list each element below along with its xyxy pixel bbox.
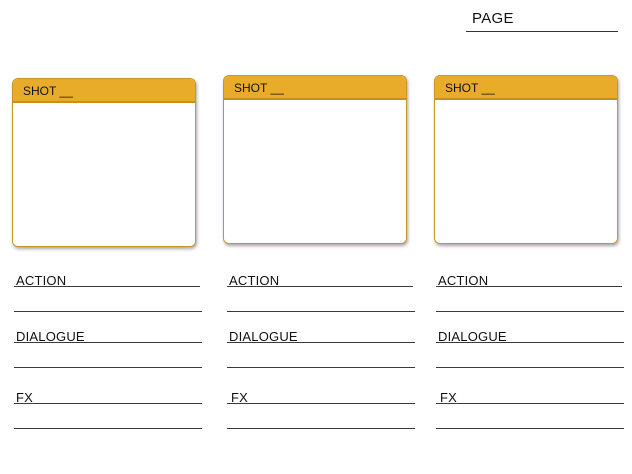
fx-line-1[interactable]	[14, 403, 202, 404]
shot-header: SHOT __	[435, 76, 617, 100]
dialogue-line-2[interactable]	[14, 367, 202, 368]
dialogue-line-1[interactable]	[227, 342, 415, 343]
action-label: ACTION	[438, 273, 489, 288]
dialogue-label: DIALOGUE	[16, 329, 85, 344]
dialogue-label: DIALOGUE	[229, 329, 298, 344]
action-line-1[interactable]	[436, 286, 622, 287]
action-line-2[interactable]	[436, 311, 624, 312]
action-line-2[interactable]	[14, 311, 202, 312]
action-line-2[interactable]	[227, 311, 415, 312]
fx-label: FX	[16, 390, 34, 405]
fx-line-2[interactable]	[14, 428, 202, 429]
page-label: PAGE	[472, 10, 514, 27]
fx-line-2[interactable]	[227, 428, 415, 429]
fx-label: FX	[231, 390, 249, 405]
action-label: ACTION	[229, 273, 280, 288]
action-label: ACTION	[16, 273, 67, 288]
shot-frame[interactable]: SHOT __	[12, 78, 196, 247]
dialogue-label: DIALOGUE	[438, 329, 507, 344]
dialogue-line-2[interactable]	[227, 367, 415, 368]
shot-header: SHOT __	[224, 76, 406, 100]
storyboard-panel-1: SHOT __ ACTION DIALOGUE FX	[12, 0, 212, 474]
dialogue-line-1[interactable]	[14, 342, 202, 343]
shot-label: SHOT __	[23, 84, 73, 98]
action-line-1[interactable]	[14, 286, 200, 287]
storyboard-panel-2: SHOT __ ACTION DIALOGUE FX	[223, 0, 423, 474]
shot-header: SHOT __	[13, 79, 195, 103]
fx-line-2[interactable]	[436, 428, 624, 429]
storyboard-panel-3: SHOT __ ACTION DIALOGUE FX	[434, 0, 632, 474]
fx-label: FX	[440, 390, 458, 405]
fx-line-1[interactable]	[436, 403, 624, 404]
dialogue-line-2[interactable]	[436, 367, 624, 368]
dialogue-line-1[interactable]	[436, 342, 624, 343]
action-line-1[interactable]	[227, 286, 413, 287]
shot-frame[interactable]: SHOT __	[434, 75, 618, 244]
page-number-line[interactable]	[466, 31, 618, 32]
shot-drawing-area[interactable]	[435, 100, 617, 243]
fx-line-1[interactable]	[227, 403, 415, 404]
shot-drawing-area[interactable]	[224, 100, 406, 243]
shot-label: SHOT __	[445, 81, 495, 95]
shot-drawing-area[interactable]	[13, 103, 195, 246]
shot-label: SHOT __	[234, 81, 284, 95]
shot-frame[interactable]: SHOT __	[223, 75, 407, 244]
